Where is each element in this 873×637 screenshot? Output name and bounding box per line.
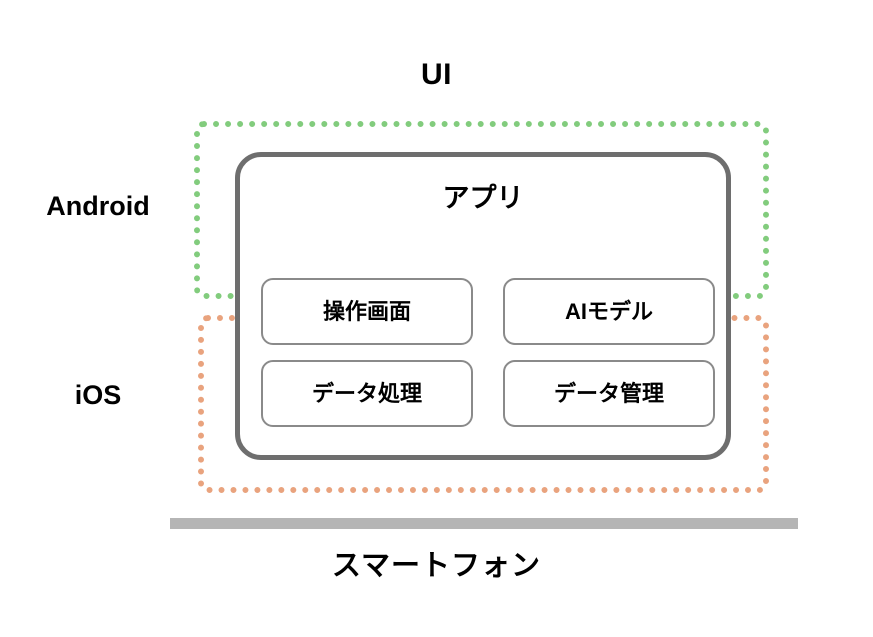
module-ai-model: AIモデル — [503, 278, 715, 345]
module-grid: 操作画面 AIモデル データ処理 データ管理 — [261, 278, 715, 427]
module-data-management: データ管理 — [503, 360, 715, 427]
app-container-title: アプリ — [442, 183, 524, 213]
device-base-bar — [170, 518, 798, 529]
app-container: アプリ 操作画面 AIモデル データ処理 データ管理 — [235, 152, 731, 460]
module-label: データ管理 — [553, 380, 664, 406]
ui-label: UI — [421, 58, 452, 91]
module-operation-screen: 操作画面 — [261, 278, 473, 345]
module-label: 操作画面 — [322, 298, 411, 324]
module-data-processing: データ処理 — [261, 360, 473, 427]
module-label: AIモデル — [564, 298, 653, 324]
platform-label-ios: iOS — [74, 380, 122, 410]
device-label: スマートフォン — [331, 550, 542, 582]
platform-label-android: Android — [46, 191, 150, 221]
module-label: データ処理 — [311, 380, 422, 406]
